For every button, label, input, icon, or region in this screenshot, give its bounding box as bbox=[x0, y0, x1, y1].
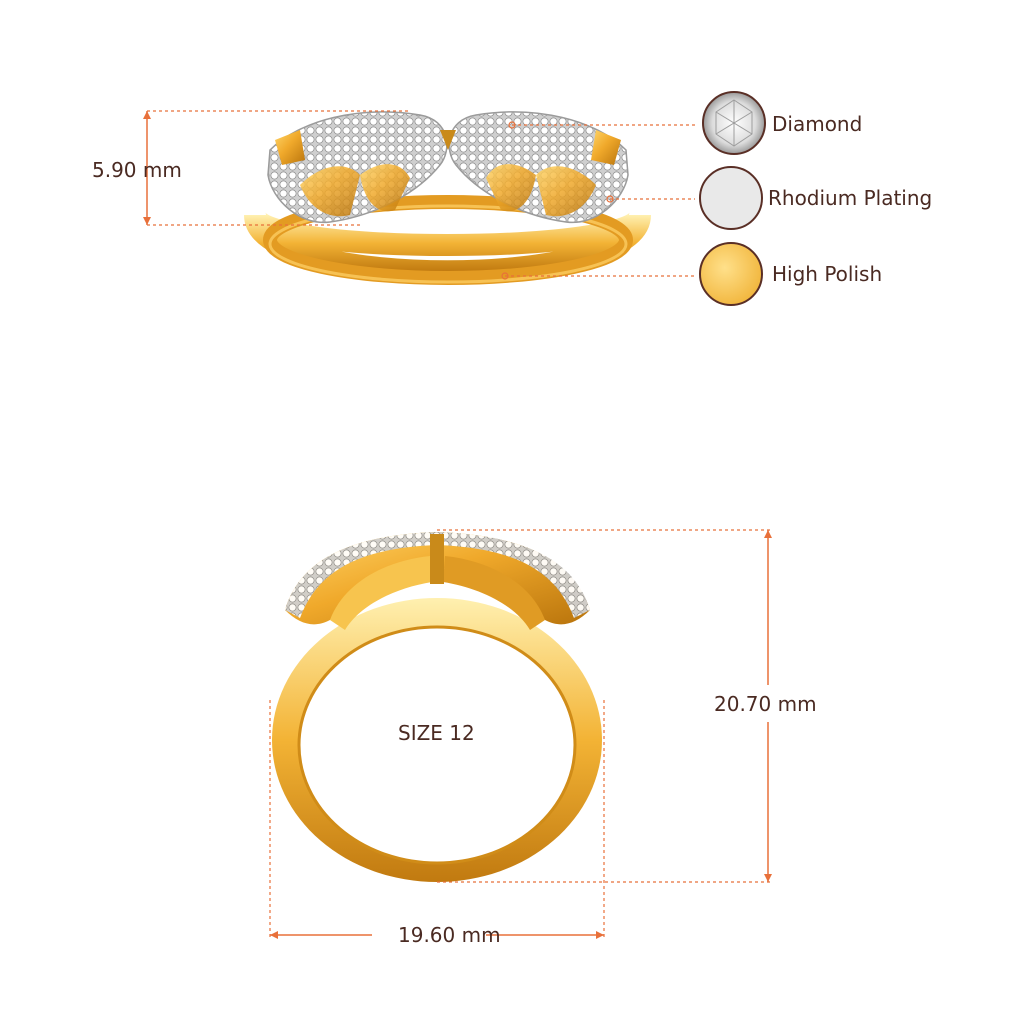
legend-rhodium-label: Rhodium Plating bbox=[768, 186, 933, 210]
ring-shank bbox=[244, 210, 651, 283]
outer-height-dimension bbox=[437, 529, 772, 883]
rhodium-swatch-icon bbox=[699, 166, 763, 230]
legend-leaders bbox=[501, 121, 695, 280]
width-dimension bbox=[269, 700, 605, 940]
legend-diamond-label: Diamond bbox=[772, 112, 863, 136]
ring-top-view bbox=[244, 111, 651, 285]
legend-swatches bbox=[699, 91, 766, 306]
gold-swatch-icon bbox=[699, 242, 763, 306]
height-dimension-label: 5.90 mm bbox=[92, 158, 182, 182]
height-dimension bbox=[143, 110, 410, 226]
outer-height-dimension-label: 20.70 mm bbox=[714, 692, 817, 716]
ring-size-label: SIZE 12 bbox=[398, 721, 475, 745]
legend-polish-label: High Polish bbox=[772, 262, 883, 286]
ring-front-view bbox=[272, 532, 602, 882]
width-dimension-label: 19.60 mm bbox=[398, 923, 501, 947]
